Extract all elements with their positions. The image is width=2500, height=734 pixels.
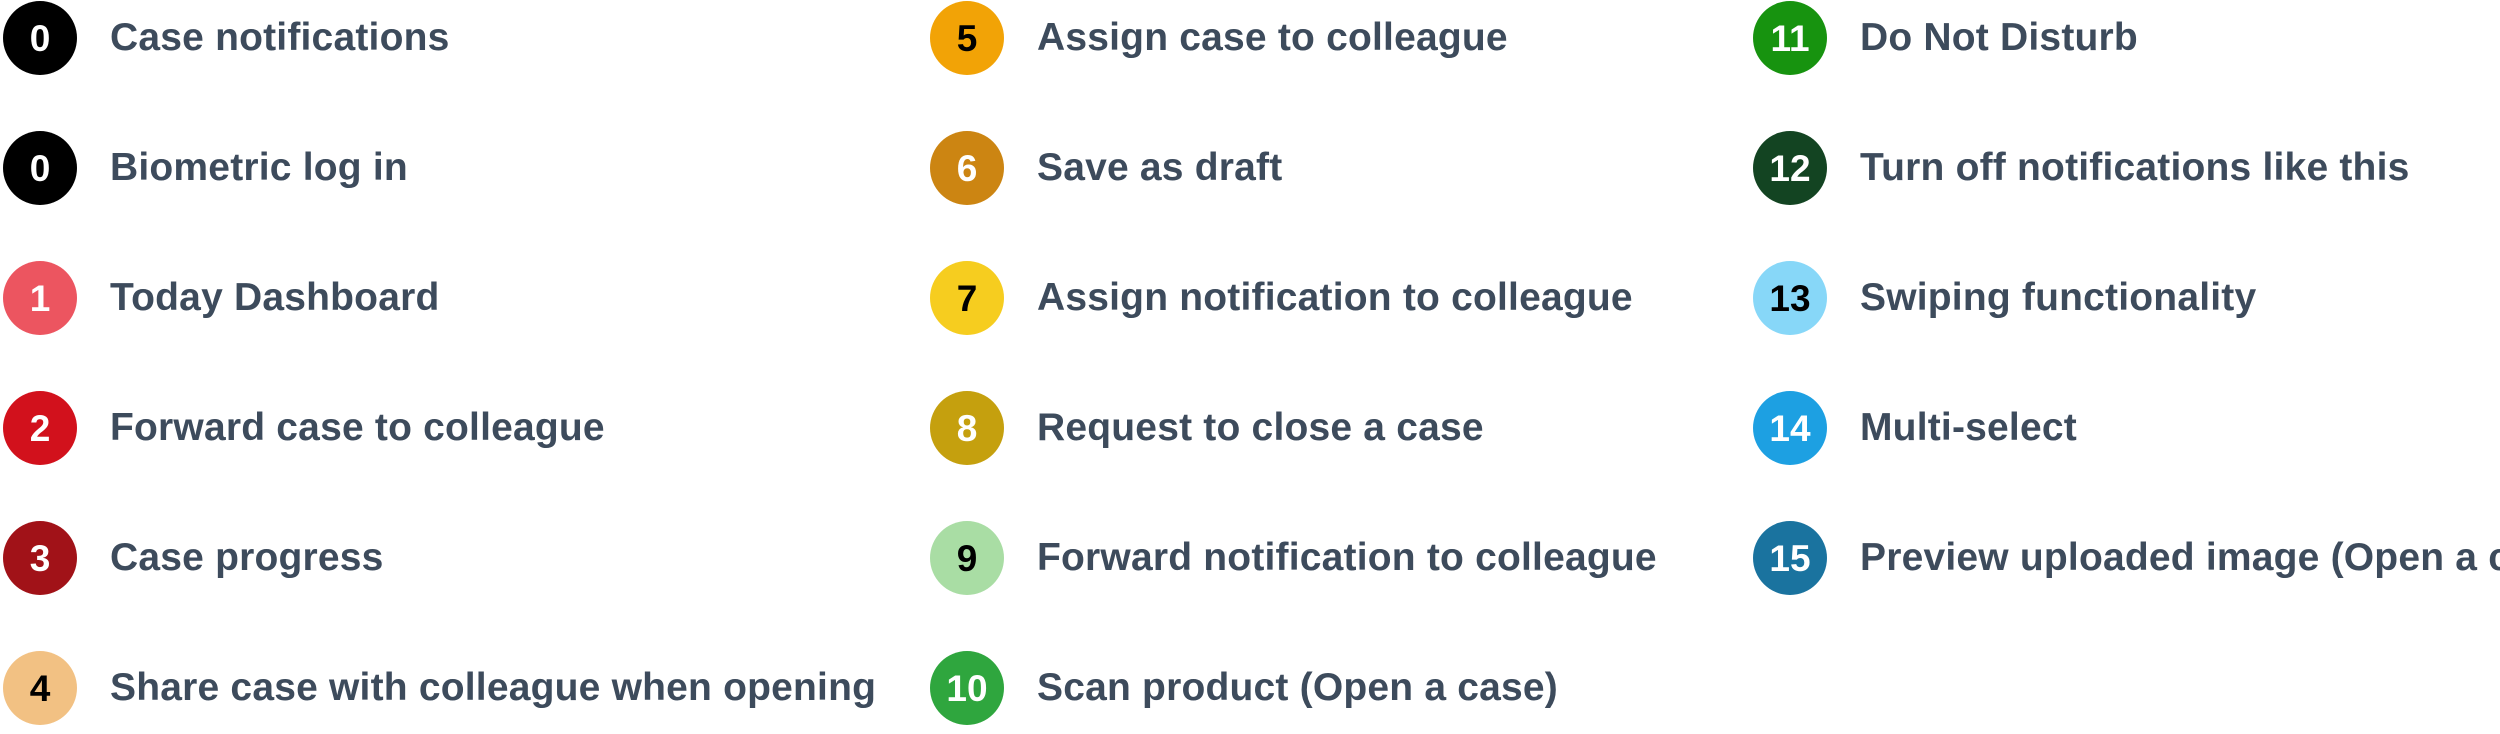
legend-item: 7 Assign notification to colleague bbox=[930, 261, 1657, 335]
legend-item: 4 Share case with colleague when opening bbox=[3, 651, 876, 725]
legend-item-label: Case notifications bbox=[110, 16, 450, 59]
legend-item-label: Today Dashboard bbox=[110, 276, 440, 319]
legend-column-3: 11 Do Not Disturb 12 Turn off notifications… bbox=[1753, 1, 2500, 651]
numbered-circle-badge: 1 bbox=[3, 261, 77, 335]
numbered-circle-badge: 3 bbox=[3, 521, 77, 595]
legend-item: 13 Swiping functionality bbox=[1753, 261, 2500, 335]
numbered-circle-badge: 10 bbox=[930, 651, 1004, 725]
legend-item: 0 Biometric log in bbox=[3, 131, 876, 205]
legend-item: 8 Request to close a case bbox=[930, 391, 1657, 465]
legend-item-label: Assign case to colleague bbox=[1037, 16, 1508, 59]
legend-item-label: Preview uploaded image (Open a case) bbox=[1860, 536, 2500, 579]
legend-item: 10 Scan product (Open a case) bbox=[930, 651, 1657, 725]
legend-item-label: Request to close a case bbox=[1037, 406, 1484, 449]
legend-item: 12 Turn off notifications like this bbox=[1753, 131, 2500, 205]
numbered-circle-badge: 8 bbox=[930, 391, 1004, 465]
numbered-circle-badge: 11 bbox=[1753, 1, 1827, 75]
legend-item: 11 Do Not Disturb bbox=[1753, 1, 2500, 75]
legend-item-label: Case progress bbox=[110, 536, 384, 579]
legend-item-label: Biometric log in bbox=[110, 146, 408, 189]
legend-item: 3 Case progress bbox=[3, 521, 876, 595]
numbered-circle-badge: 2 bbox=[3, 391, 77, 465]
numbered-circle-badge: 7 bbox=[930, 261, 1004, 335]
legend-item: 9 Forward notification to colleague bbox=[930, 521, 1657, 595]
numbered-circle-badge: 14 bbox=[1753, 391, 1827, 465]
legend-item: 2 Forward case to colleague bbox=[3, 391, 876, 465]
legend-item: 14 Multi-select bbox=[1753, 391, 2500, 465]
legend-column-2: 5 Assign case to colleague 6 Save as draft 7… bbox=[930, 1, 1657, 734]
legend-item: 6 Save as draft bbox=[930, 131, 1657, 205]
legend-item-label: Do Not Disturb bbox=[1860, 16, 2138, 59]
numbered-circle-badge: 9 bbox=[930, 521, 1004, 595]
legend-item-label: Multi-select bbox=[1860, 406, 2077, 449]
numbered-circle-badge: 5 bbox=[930, 1, 1004, 75]
legend-item-label: Scan product (Open a case) bbox=[1037, 666, 1558, 709]
legend-item: 5 Assign case to colleague bbox=[930, 1, 1657, 75]
numbered-circle-badge: 6 bbox=[930, 131, 1004, 205]
legend-item-label: Share case with colleague when opening bbox=[110, 666, 877, 709]
numbered-circle-badge: 12 bbox=[1753, 131, 1827, 205]
numbered-circle-badge: 4 bbox=[3, 651, 77, 725]
legend-item-label: Swiping functionality bbox=[1860, 276, 2257, 319]
legend-item-label: Assign notification to colleague bbox=[1037, 276, 1633, 319]
legend-item-label: Forward notification to colleague bbox=[1037, 536, 1657, 579]
numbered-circle-badge: 0 bbox=[3, 131, 77, 205]
legend-item-label: Turn off notifications like this bbox=[1860, 146, 2410, 189]
legend-item-label: Forward case to colleague bbox=[110, 406, 605, 449]
legend-item-label: Save as draft bbox=[1037, 146, 1283, 189]
numbered-circle-badge: 15 bbox=[1753, 521, 1827, 595]
legend-item: 1 Today Dashboard bbox=[3, 261, 876, 335]
numbered-circle-badge: 13 bbox=[1753, 261, 1827, 335]
legend-item: 15 Preview uploaded image (Open a case) bbox=[1753, 521, 2500, 595]
numbered-circle-badge: 0 bbox=[3, 1, 77, 75]
legend-item: 0 Case notifications bbox=[3, 1, 876, 75]
